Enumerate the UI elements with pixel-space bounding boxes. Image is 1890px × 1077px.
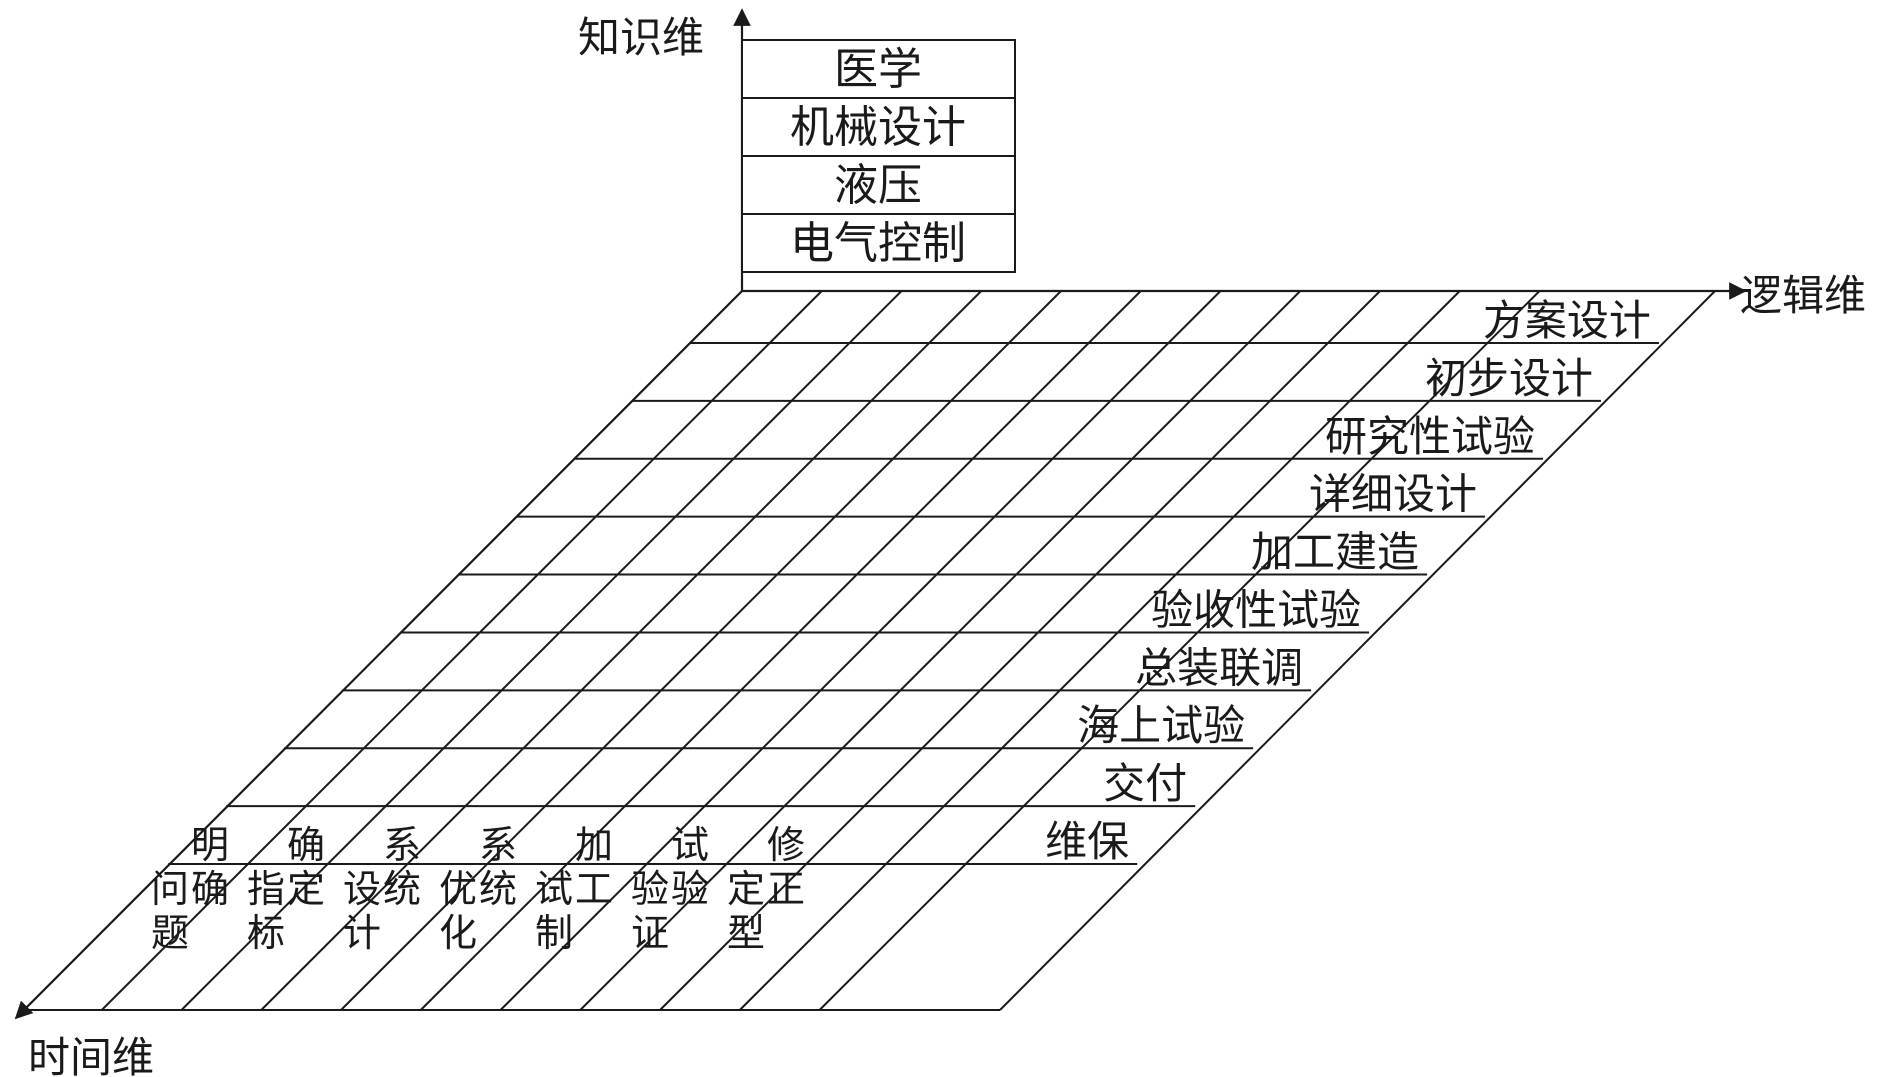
knowledge-axis-label: 知识维: [578, 13, 704, 62]
logic-axis-label: 逻辑维: [1740, 271, 1866, 320]
time-stage-char: 试: [671, 823, 709, 867]
time-stage-char: 试: [535, 867, 573, 911]
time-stage-char: 定: [727, 867, 765, 911]
time-stage-char: 明: [191, 823, 229, 867]
time-stage-char: 设: [343, 867, 381, 911]
knowledge-item: 液压: [834, 160, 922, 211]
time-stage-char: 制: [535, 911, 573, 955]
grid-diagonal-line: [659, 290, 1381, 1011]
logic-stage-label: 研究性试验: [1325, 412, 1535, 461]
logic-stage-label: 维保: [1045, 817, 1129, 866]
time-stage-char: 统: [383, 867, 421, 911]
logic-stage-label: 方案设计: [1483, 296, 1651, 345]
time-stage-char: 型: [727, 911, 765, 955]
grid-diagonal-line: [260, 290, 982, 1011]
knowledge-item: 机械设计: [790, 102, 966, 153]
grid-diagonal-line: [739, 290, 1461, 1011]
grid-border-right: [999, 290, 1716, 1011]
time-stage-char: 工: [575, 867, 613, 911]
time-stage-char: 系: [383, 823, 421, 867]
grid-diagonal-line: [101, 290, 823, 1011]
time-stage-char: 标: [247, 911, 285, 955]
grid-diagonal-line: [340, 290, 1062, 1011]
knowledge-item: 医学: [834, 44, 922, 95]
knowledge-box: [741, 155, 1016, 215]
time-stage-char: 系: [479, 823, 517, 867]
time-stage-char: 正: [767, 867, 805, 911]
time-stage-char: 指: [247, 867, 285, 911]
time-stage-char: 证: [631, 911, 669, 955]
grid-diagonal-line: [818, 290, 1541, 1011]
time-stage-char: 验: [631, 867, 669, 911]
time-stage-char: 确: [287, 823, 325, 867]
grid-diagonal-line: [180, 290, 903, 1011]
logic-stage-label: 验收性试验: [1151, 585, 1361, 634]
time-stage-char: 修: [767, 823, 805, 867]
logic-stage-label: 总装联调: [1135, 643, 1303, 692]
knowledge-box: [741, 39, 1016, 99]
grid-diagonal-line: [499, 290, 1222, 1011]
knowledge-box: [741, 213, 1016, 273]
knowledge-stack: 医学 机械设计 液压 电气控制: [741, 39, 1016, 273]
grid-diagonal-line: [579, 290, 1301, 1011]
time-axis: [14, 290, 743, 1020]
time-stage-char: 化: [439, 911, 477, 955]
time-stage-char: 确: [191, 867, 229, 911]
time-stage-char: 题: [151, 911, 189, 955]
logic-stage-label: 海上试验: [1077, 701, 1245, 750]
time-stage-char: 加: [575, 823, 613, 867]
time-stage-char: 计: [343, 911, 381, 955]
time-stage-char: 问: [151, 867, 189, 911]
logic-stage-label: 交付: [1103, 759, 1187, 808]
logic-stage-label: 初步设计: [1425, 354, 1593, 403]
logic-stage-label: 加工建造: [1251, 528, 1419, 577]
knowledge-item: 电气控制: [790, 218, 966, 269]
time-stage-char: 统: [479, 867, 517, 911]
grid-diagonal-line: [420, 290, 1142, 1011]
time-stage-char: 优: [439, 867, 477, 911]
time-axis-label: 时间维: [28, 1033, 154, 1077]
logic-stage-label: 详细设计: [1309, 470, 1477, 519]
time-stage-char: 验: [671, 867, 709, 911]
time-stage-char: 定: [287, 867, 325, 911]
knowledge-box: [741, 97, 1016, 157]
planning-grid: [22, 290, 1716, 1011]
